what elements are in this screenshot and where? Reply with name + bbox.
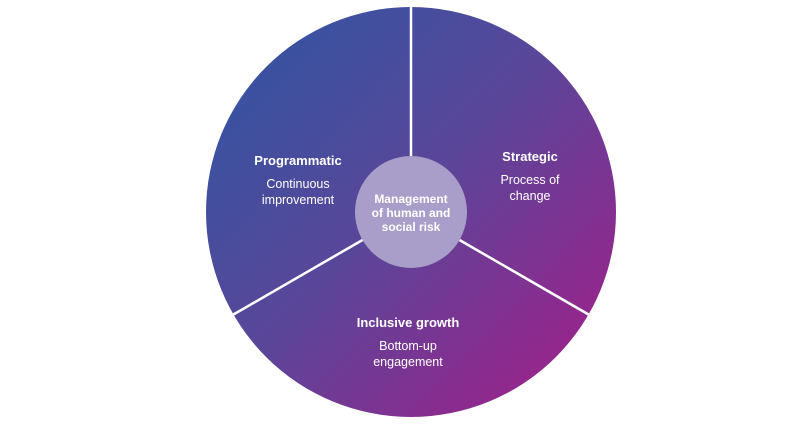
hub-label: Management of human and social risk [372,192,451,234]
segment-inclusive-growth-subtitle-2: engagement [373,355,443,369]
segment-dividers [232,7,590,316]
segment-inclusive-growth-title: Inclusive growth [357,315,460,330]
segment-strategic-title: Strategic [502,149,558,164]
segment-programmatic-subtitle-1: Continuous [266,177,329,191]
segment-programmatic: Programmatic Continuous improvement [254,153,341,207]
divider-lower-left [232,238,364,316]
segment-strategic: Strategic Process of change [500,149,560,203]
segment-strategic-subtitle-1: Process of [500,173,560,187]
segment-programmatic-title: Programmatic [254,153,341,168]
center-hub [355,156,467,268]
divider-lower-right [458,238,590,316]
segment-inclusive-growth-subtitle-1: Bottom-up [379,339,437,353]
segment-inclusive-growth: Inclusive growth Bottom-up engagement [357,315,460,369]
hub-label-line-3: social risk [382,220,441,234]
hub-label-line-2: of human and [372,206,451,220]
segment-strategic-subtitle-2: change [509,189,550,203]
segment-programmatic-subtitle-2: improvement [262,193,335,207]
hub-label-line-1: Management [374,192,447,206]
